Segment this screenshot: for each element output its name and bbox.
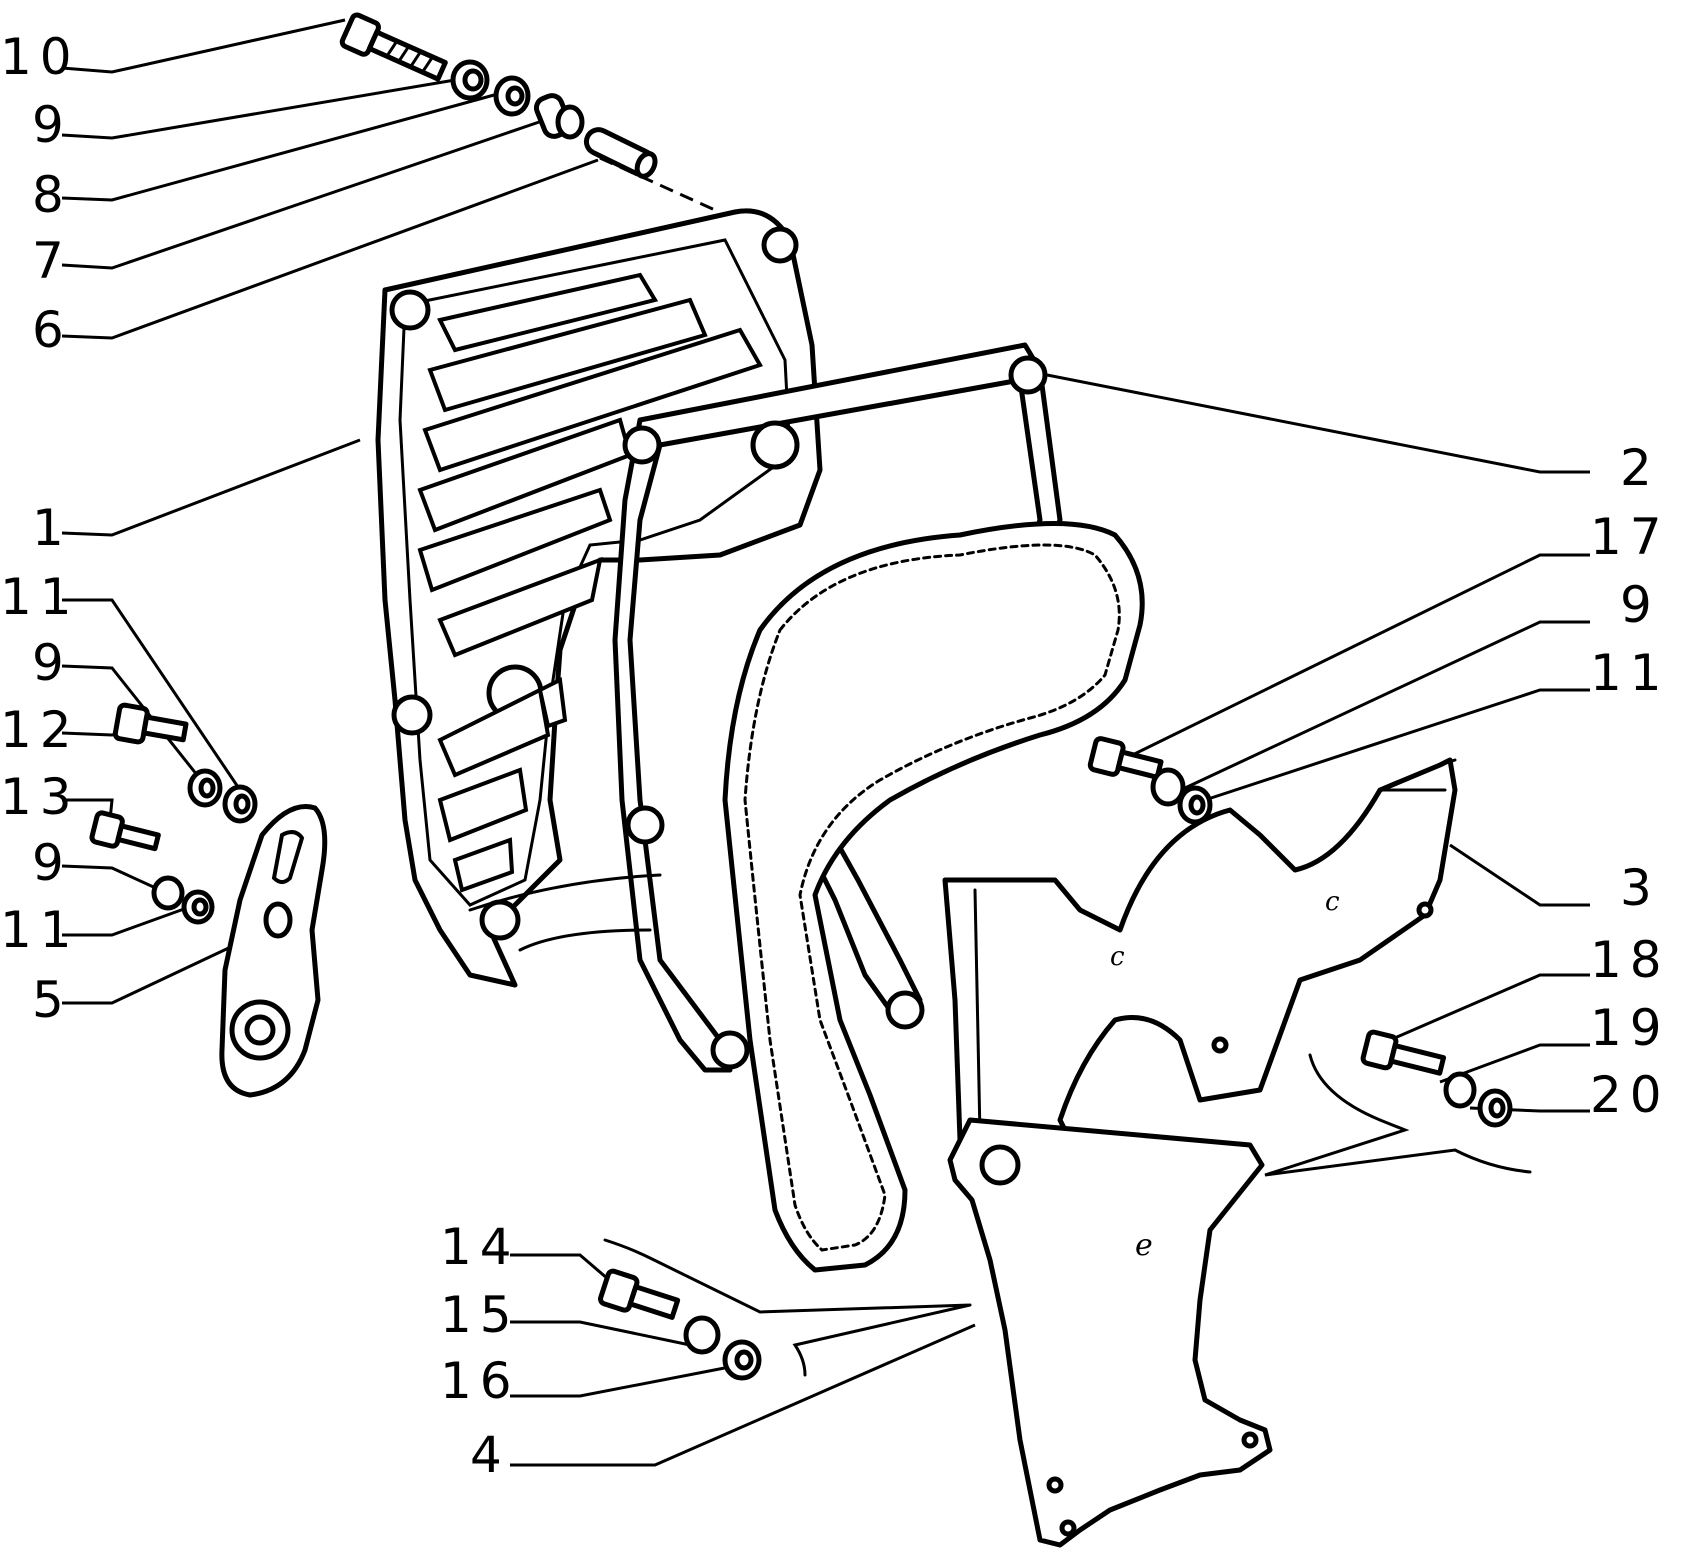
callout-18: 18 xyxy=(1590,931,1670,989)
callout-12: 12 xyxy=(0,701,80,759)
bolt-13 xyxy=(89,810,161,852)
leader-4 xyxy=(510,1323,976,1467)
leader-11-right xyxy=(1204,688,1590,802)
sleeve-6 xyxy=(583,127,658,179)
callout-10: 10 xyxy=(0,28,80,86)
callout-15: 15 xyxy=(440,1286,520,1344)
tensioner-bracket-part-5 xyxy=(219,804,328,1098)
callout-13: 13 xyxy=(0,768,80,826)
bracket-upper-right xyxy=(1264,1053,1532,1177)
hardware xyxy=(89,12,1513,1381)
bolt-10 xyxy=(339,12,448,82)
plate-3-mark-a: c xyxy=(1110,942,1125,972)
leader-1 xyxy=(61,438,361,537)
bolt-14 xyxy=(598,1268,681,1320)
leader-9-top xyxy=(61,78,456,140)
bushing-7 xyxy=(533,93,585,140)
plate-3-mark-b: c xyxy=(1325,887,1340,917)
leader-18 xyxy=(1389,973,1590,1042)
leader-5 xyxy=(62,943,236,1005)
leader-2 xyxy=(1041,372,1590,474)
callout-16: 16 xyxy=(440,1352,520,1410)
leader-11-left-b xyxy=(62,903,196,937)
leader-3 xyxy=(1449,843,1590,907)
lower-cover-part-4: e xyxy=(947,1117,1273,1548)
callout-11: 11 xyxy=(0,568,80,626)
bolt-17 xyxy=(1087,736,1164,780)
leader-7 xyxy=(61,118,546,270)
bracket-lower-left xyxy=(603,1238,972,1377)
callout-9: 9 xyxy=(32,834,72,892)
callout-11: 11 xyxy=(1590,644,1670,702)
bolt-12 xyxy=(112,702,189,745)
leader-9-right xyxy=(1169,620,1590,797)
callout-3: 3 xyxy=(1620,859,1660,917)
callout-11: 11 xyxy=(0,901,80,959)
leader-14 xyxy=(510,1253,616,1287)
leader-9-left-b xyxy=(61,864,161,892)
leader-6 xyxy=(61,158,599,340)
cover-4-mark: e xyxy=(1135,1228,1153,1263)
leader-17 xyxy=(1111,553,1590,767)
callout-19: 19 xyxy=(1590,999,1670,1057)
leader-10 xyxy=(61,18,346,74)
leader-15 xyxy=(510,1320,691,1347)
leader-16 xyxy=(510,1363,741,1398)
callout-4: 4 xyxy=(470,1426,510,1484)
leader-lines xyxy=(61,18,1590,1467)
callout-5: 5 xyxy=(32,971,72,1029)
backing-plate-part-3: c c xyxy=(942,757,1458,1148)
callout-2: 2 xyxy=(1620,439,1660,497)
callout-8: 8 xyxy=(32,166,72,224)
callout-14: 14 xyxy=(440,1218,520,1276)
callout-20: 20 xyxy=(1590,1066,1670,1124)
bolt-18 xyxy=(1360,1029,1447,1076)
callout-9: 9 xyxy=(1620,576,1660,634)
callout-17: 17 xyxy=(1590,508,1670,566)
callout-6: 6 xyxy=(32,301,72,359)
leader-11-left-a xyxy=(62,598,242,791)
timing-belt xyxy=(722,521,1145,1273)
callout-1: 1 xyxy=(32,499,72,557)
leader-19 xyxy=(1439,1043,1590,1084)
callout-9: 9 xyxy=(32,96,72,154)
cover-ribs xyxy=(417,272,763,893)
leader-8 xyxy=(61,90,506,202)
callout-9: 9 xyxy=(32,634,72,692)
callout-7: 7 xyxy=(32,232,72,290)
leader-9-left-a xyxy=(61,664,207,786)
